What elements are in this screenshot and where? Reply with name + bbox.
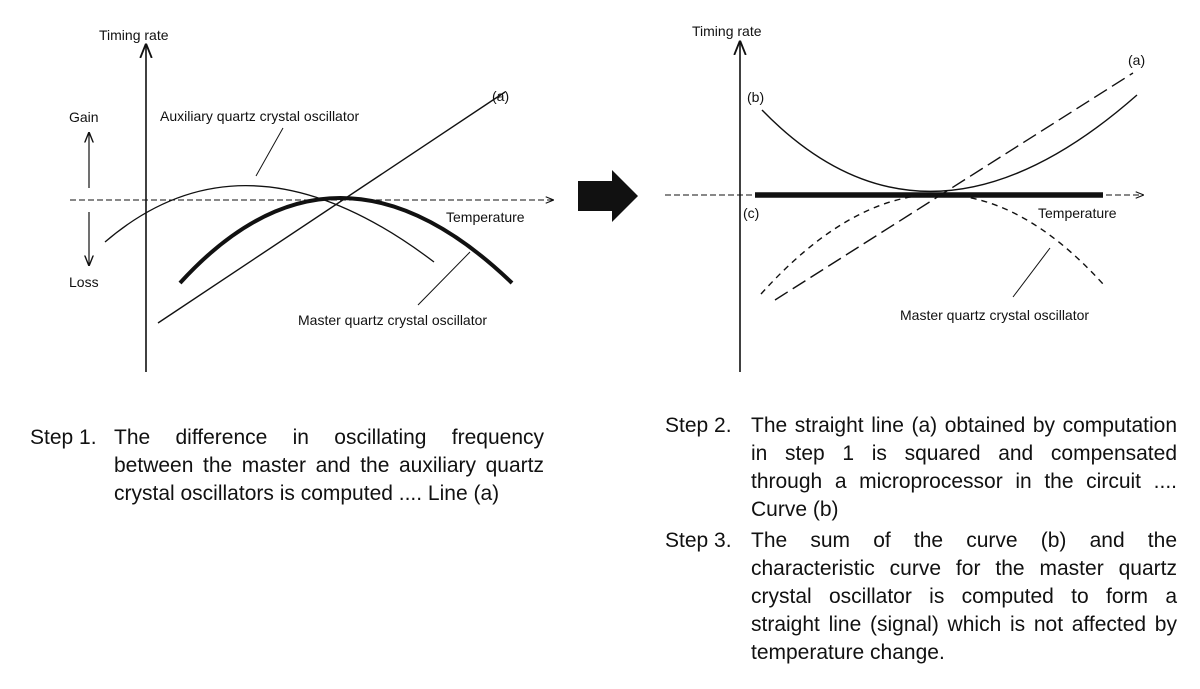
step-1-text: The difference in oscillating frequency … — [114, 426, 544, 505]
step-3: Step 3. The sum of the curve (b) and the… — [665, 527, 1185, 672]
line-c-label: (c) — [743, 205, 759, 221]
loss-label: Loss — [69, 274, 99, 290]
left-master-label: Master quartz crystal oscillator — [298, 312, 487, 328]
curve-b-label: (b) — [747, 89, 764, 105]
auxiliary-leader — [255, 127, 284, 177]
diagram-canvas: Timing rate Gain Loss Temperature Auxili… — [69, 23, 1145, 372]
right-line-a-label: (a) — [1128, 52, 1145, 68]
right-arrow-icon — [578, 170, 638, 222]
step-1-number: Step 1. — [30, 426, 97, 449]
right-y-axis-label: Timing rate — [692, 23, 762, 39]
left-y-axis-label: Timing rate — [99, 27, 169, 43]
left-x-axis-label: Temperature — [446, 209, 525, 225]
left-line-a-label: (a) — [492, 88, 509, 104]
step-3-text: The sum of the curve (b) and the charact… — [751, 529, 1177, 664]
gain-label: Gain — [69, 109, 99, 125]
right-master-oscillator-curve-dashed — [760, 193, 1104, 295]
right-line-a-dashed — [774, 72, 1134, 301]
right-diagram: Timing rate (b) (a) (c) Temperature Mast… — [665, 23, 1145, 372]
left-line-a — [157, 91, 506, 324]
left-master-leader — [417, 251, 471, 306]
left-master-oscillator-curve — [178, 196, 514, 285]
step-3-number: Step 3. — [665, 529, 732, 552]
step-2: Step 2. The straight line (a) obtained b… — [665, 412, 1185, 522]
step-2-text: The straight line (a) obtained by comput… — [751, 414, 1177, 521]
step-2-number: Step 2. — [665, 414, 732, 437]
right-x-axis-label: Temperature — [1038, 205, 1117, 221]
right-master-label: Master quartz crystal oscillator — [900, 307, 1089, 323]
step-1: Step 1. The difference in oscillating fr… — [30, 424, 550, 544]
auxiliary-oscillator-curve — [104, 185, 435, 263]
left-diagram: Timing rate Gain Loss Temperature Auxili… — [69, 27, 553, 372]
auxiliary-label: Auxiliary quartz crystal oscillator — [160, 108, 360, 124]
curve-b — [761, 94, 1138, 192]
right-master-leader — [1012, 247, 1051, 298]
